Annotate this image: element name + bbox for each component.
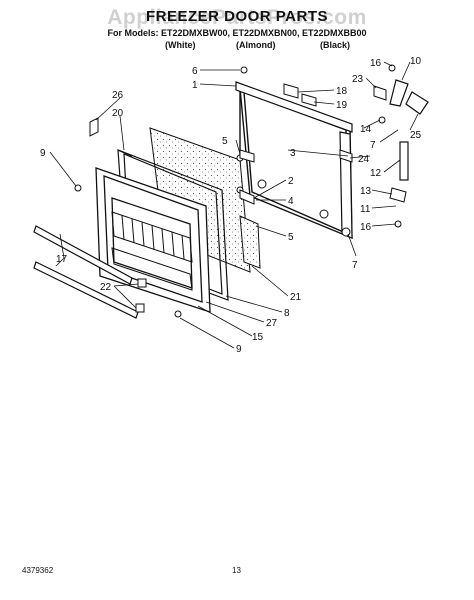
callout-23: 23 [352,74,364,85]
diagram-title: FREEZER DOOR PARTS [145,8,329,25]
callout-19: 19 [336,100,348,111]
callout-14: 14 [360,124,372,135]
callout-2: 2 [288,176,294,187]
watermark: AppliancePartsPros.com [107,6,367,29]
bracket-26 [89,117,99,137]
callout-13: 13 [360,186,372,197]
callout-25: 25 [410,130,422,141]
right-side-rail [339,131,353,239]
callout-27: 27 [266,318,278,329]
hinge-arm-25 [405,91,429,115]
callout-5-top: 5 [222,136,228,147]
callout-22: 22 [100,282,112,293]
leader-lines [49,61,419,349]
door-rack-lower [33,261,139,319]
callout-3: 3 [290,148,296,159]
bracket-23 [373,85,387,101]
callout-21: 21 [290,292,302,303]
callout-labels: 6 1 16 10 23 18 19 26 20 14 25 7 5 3 24 … [40,56,422,355]
callout-5-mid: 5 [288,232,294,243]
side-foam-strip [239,215,261,269]
color-almond: (Almond) [236,40,276,50]
color-white: (White) [165,40,196,50]
callout-11: 11 [360,204,371,215]
top-rail [235,81,353,133]
callout-18: 18 [336,86,348,97]
door-shelf-grid [111,211,193,291]
callout-4: 4 [288,196,294,207]
callout-16-bottom: 16 [360,222,372,233]
strip-20 [117,149,133,157]
models-line: For Models: ET22DMXBW00, ET22DMXBN00, ET… [107,28,367,38]
callout-7-top: 7 [370,140,376,151]
callout-8: 8 [284,308,290,319]
callout-1: 1 [192,80,198,91]
callout-7-bottom: 7 [352,260,358,271]
hinge-13 [389,187,407,203]
hinge-cover-18 [283,83,299,99]
door-rack-upper [33,225,133,285]
color-black: (Black) [320,40,351,50]
callout-6: 6 [192,66,198,77]
callout-9-bottom: 9 [236,344,242,355]
hinge-cover-19 [301,93,317,107]
callout-15: 15 [252,332,264,343]
spring-12 [399,141,409,181]
callout-20: 20 [112,108,124,119]
callout-9-left: 9 [40,148,46,159]
callout-17: 17 [56,254,68,265]
footer-code: 4379362 [22,566,54,575]
hinge-10 [389,79,409,107]
page-number: 13 [232,566,241,575]
callout-10: 10 [410,56,422,67]
callout-16-top: 16 [370,58,382,69]
callout-24: 24 [358,154,370,165]
callout-12: 12 [370,168,382,179]
callout-26: 26 [112,90,124,101]
